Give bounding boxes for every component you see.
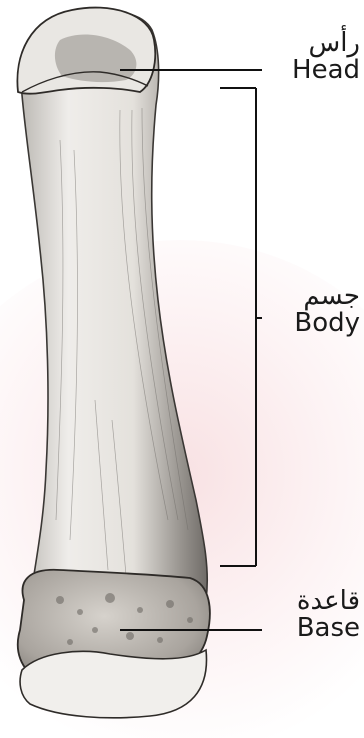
head-label-english: Head [292, 57, 360, 84]
bone-shaft [22, 11, 208, 600]
body-bracket [220, 88, 262, 566]
head-label-arabic: رأس [292, 30, 360, 57]
base-articular-facet [20, 650, 206, 718]
base-label: قاعدة Base [297, 588, 360, 643]
body-label-english: Body [294, 310, 360, 337]
base-label-arabic: قاعدة [297, 588, 360, 615]
body-label: جسم Body [294, 283, 360, 338]
base-label-english: Base [297, 615, 360, 642]
head-label: رأس Head [292, 30, 360, 85]
body-label-arabic: جسم [294, 283, 360, 310]
